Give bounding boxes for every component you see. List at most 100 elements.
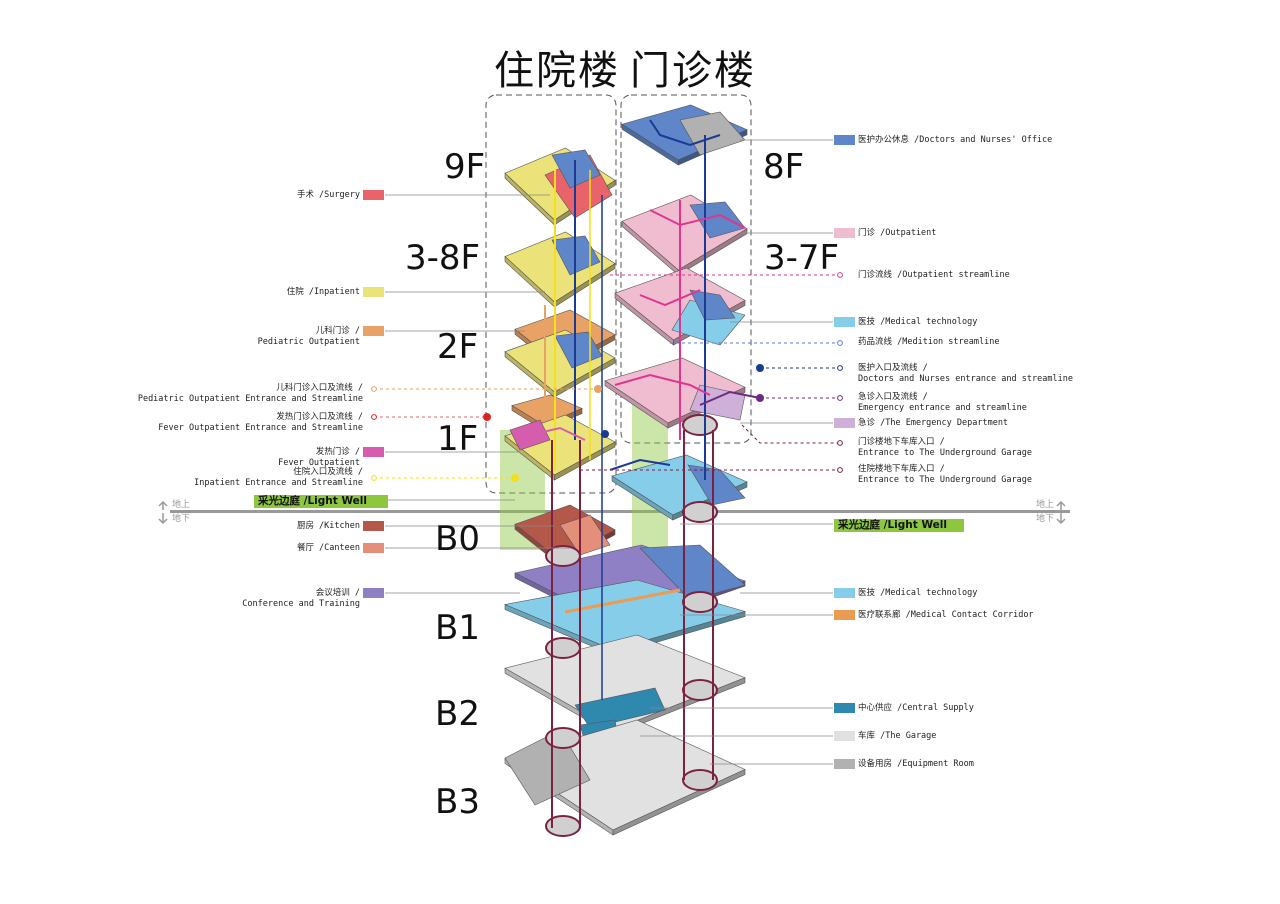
ramp-core-4 bbox=[682, 501, 718, 523]
legend-inpatient-entrance-cn: 住院入口及流线 / bbox=[293, 467, 363, 477]
swatch-emergency bbox=[834, 418, 855, 428]
swatch-conference bbox=[363, 588, 384, 598]
legend-doctors-office: 医护办公休息 /Doctors and Nurses' Office bbox=[858, 135, 1053, 145]
legend-inpatient-entrance: 住院入口及流线 / Inpatient Entrance and Streaml… bbox=[194, 467, 363, 489]
equipment-zone-b3 bbox=[504, 729, 591, 806]
legend-doctors-entrance-en: Doctors and Nurses entrance and streamli… bbox=[858, 374, 1073, 384]
floor-label-2f: 2F bbox=[437, 327, 479, 367]
legend-pediatric-entrance: 儿科门诊入口及流线 / Pediatric Outpatient Entranc… bbox=[138, 383, 363, 405]
legend-inpatient-entrance-en: Inpatient Entrance and Streamline bbox=[194, 478, 363, 488]
legend-medical-tech: 医技 /Medical technology bbox=[858, 317, 978, 327]
legend-pediatric-en: Pediatric Outpatient bbox=[257, 337, 360, 347]
emergency-entrance-origin bbox=[837, 395, 843, 401]
legend-pediatric-entrance-cn: 儿科门诊入口及流线 / bbox=[276, 383, 363, 393]
swatch-central-supply bbox=[834, 703, 855, 713]
swatch-surgery bbox=[363, 190, 384, 200]
legend-fever-entrance-cn: 发热门诊入口及流线 / bbox=[276, 412, 363, 422]
floor-label-3-8f: 3-8F bbox=[405, 238, 481, 278]
inpatient-entrance-origin bbox=[371, 475, 377, 481]
swatch-equipment bbox=[834, 759, 855, 769]
title-outpatient-building: 门诊楼 bbox=[630, 48, 756, 94]
legend-garage-entrance-inpatient: 住院楼地下车库入口 / Entrance to The Underground … bbox=[858, 464, 1032, 486]
garage-out-origin bbox=[837, 440, 843, 446]
swatch-medical-tech-b1 bbox=[834, 588, 855, 598]
outpatient-streamline-origin bbox=[837, 272, 843, 278]
swatch-medical-tech bbox=[834, 317, 855, 327]
legend-fever: 发热门诊 / Fever Outpatient bbox=[278, 447, 360, 469]
floor-label-3-7f: 3-7F bbox=[764, 238, 840, 278]
medical-corridor bbox=[564, 588, 681, 614]
legend-medical-tech-b1: 医技 /Medical technology bbox=[858, 588, 978, 598]
office-zone-b1 bbox=[639, 544, 746, 601]
legend-emergency-entrance-cn: 急诊入口及流线 / bbox=[858, 392, 928, 402]
legend-pediatric: 儿科门诊 / Pediatric Outpatient bbox=[258, 326, 360, 348]
doctors-entrance-inpatient-dot bbox=[601, 430, 609, 438]
legend-canteen: 餐厅 /Canteen bbox=[296, 543, 360, 553]
legend-fever-entrance-en: Fever Outpatient Entrance and Streamline bbox=[158, 423, 363, 433]
legend-garage-entrance-outpatient-en: Entrance to The Underground Garage bbox=[858, 448, 1032, 458]
legend-light-well-left: 采光边庭 /Light Well bbox=[254, 495, 388, 508]
outpatient-arrow-3-7f bbox=[649, 209, 746, 229]
legend-garage-entrance-outpatient-cn: 门诊楼地下车库入口 / bbox=[858, 437, 945, 447]
legend-fever-entrance: 发热门诊入口及流线 / Fever Outpatient Entrance an… bbox=[158, 412, 363, 434]
legend-conference-cn: 会议培训 / bbox=[315, 588, 360, 598]
ground-below-right: 地下 bbox=[1036, 514, 1055, 524]
fever-entrance-origin bbox=[371, 414, 377, 420]
legend-conference-en: Conference and Training bbox=[242, 599, 360, 609]
floor-label-8f: 8F bbox=[763, 147, 805, 187]
legend-emergency-entrance: 急诊入口及流线 / Emergency entrance and streaml… bbox=[858, 392, 1027, 414]
legend-fever-cn: 发热门诊 / bbox=[315, 447, 360, 457]
floor-label-b3: B3 bbox=[435, 782, 480, 822]
slab-1f-side-right bbox=[554, 441, 616, 481]
swatch-fever bbox=[363, 447, 384, 457]
legend-light-well-right: 采光边庭 /Light Well bbox=[834, 519, 964, 532]
ground-below-left: 地下 bbox=[172, 514, 191, 524]
swatch-canteen bbox=[363, 543, 384, 553]
legend-corridor: 医疗联系廊 /Medical Contact Corridor bbox=[858, 610, 1034, 620]
swatch-inpatient bbox=[363, 287, 384, 297]
legend-fever-en: Fever Outpatient bbox=[278, 458, 360, 468]
central-supply-zone bbox=[574, 687, 666, 729]
floor-label-b1: B1 bbox=[435, 608, 480, 648]
legend-equipment: 设备用房 /Equipment Room bbox=[858, 759, 974, 769]
legend-garage-entrance-inpatient-cn: 住院楼地下车库入口 / bbox=[858, 464, 945, 474]
ramp-core-6 bbox=[682, 679, 718, 701]
legend-conference: 会议培训 / Conference and Training bbox=[242, 588, 360, 610]
ramp-core-7 bbox=[682, 769, 718, 791]
swatch-outpatient bbox=[834, 228, 855, 238]
floor-label-1f: 1F bbox=[437, 419, 479, 459]
pediatric-entrance-dot bbox=[594, 385, 602, 393]
legend-emergency: 急诊 /The Emergency Department bbox=[858, 418, 1009, 428]
legend-medition-streamline: 药品流线 /Medition streamline bbox=[858, 337, 1000, 347]
doctors-entrance-origin bbox=[837, 365, 843, 371]
legend-garage-entrance-inpatient-en: Entrance to The Underground Garage bbox=[858, 475, 1032, 485]
garage-in-origin bbox=[837, 467, 843, 473]
ground-line bbox=[170, 510, 1070, 513]
doctors-entrance-dot bbox=[756, 364, 764, 372]
fever-entrance-dot bbox=[483, 413, 491, 421]
outpatient-arrow-1f bbox=[614, 373, 711, 396]
office-zone-b0 bbox=[687, 464, 746, 506]
outpatient-arrow-2f bbox=[639, 289, 701, 307]
legend-emergency-entrance-en: Emergency entrance and streamline bbox=[858, 403, 1027, 413]
legend-pediatric-cn: 儿科门诊 / bbox=[315, 326, 360, 336]
outpatient-outline bbox=[620, 94, 752, 444]
legend-garage: 车库 /The Garage bbox=[858, 731, 937, 741]
legend-garage-entrance-outpatient: 门诊楼地下车库入口 / Entrance to The Underground … bbox=[858, 437, 1032, 459]
garage-out-leader bbox=[741, 424, 840, 444]
legend-central-supply: 中心供应 /Central Supply bbox=[858, 703, 974, 713]
legend-doctors-entrance: 医护入口及流线 / Doctors and Nurses entrance an… bbox=[858, 363, 1073, 385]
floor-label-b0: B0 bbox=[435, 519, 480, 559]
legend-kitchen: 厨房 /Kitchen bbox=[296, 521, 360, 531]
ground-above-left: 地上 bbox=[172, 500, 191, 510]
legend-outpatient: 门诊 /Outpatient bbox=[858, 228, 937, 238]
ground-above-right: 地上 bbox=[1036, 500, 1055, 510]
swatch-kitchen bbox=[363, 521, 384, 531]
pediatric-entrance-origin bbox=[371, 386, 377, 392]
legend-outpatient-streamline: 门诊流线 /Outpatient streamline bbox=[858, 270, 1010, 280]
swatch-corridor bbox=[834, 610, 855, 620]
swatch-pediatric bbox=[363, 326, 384, 336]
medition-streamline-origin bbox=[837, 340, 843, 346]
doctors-arrow-8f bbox=[649, 119, 721, 147]
